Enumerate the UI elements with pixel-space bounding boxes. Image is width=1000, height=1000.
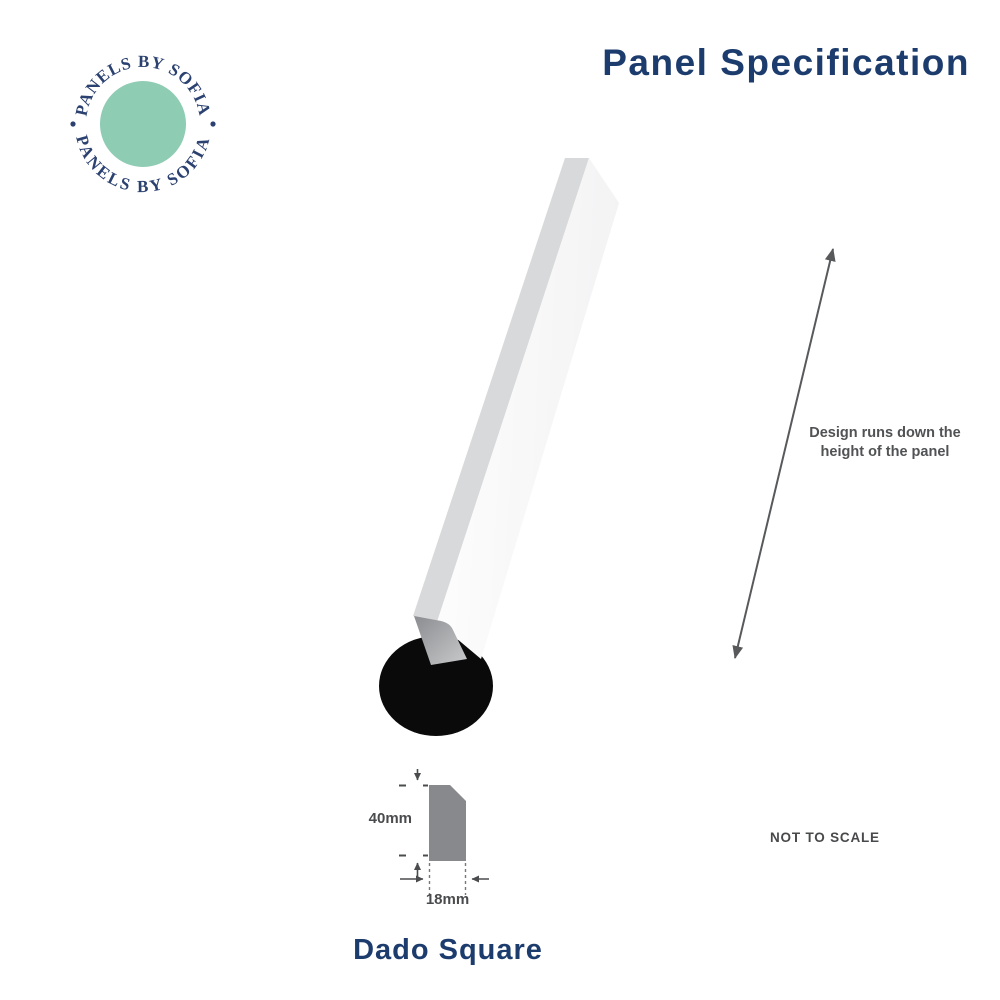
panel-base-dot bbox=[379, 636, 493, 736]
height-dimension-label: 40mm bbox=[368, 810, 412, 827]
panel-side-edge bbox=[413, 158, 589, 622]
panel-front-face bbox=[437, 158, 619, 659]
height-double-arrow bbox=[732, 248, 836, 659]
logo-separator-dot-right bbox=[210, 121, 216, 127]
page-title: Panel Specification bbox=[602, 42, 970, 83]
design-note: Design runs down the height of the panel bbox=[793, 424, 977, 462]
design-note-line1: Design runs down the bbox=[809, 425, 961, 441]
cross-section-profile bbox=[429, 785, 466, 861]
panel-end-cap bbox=[414, 616, 467, 665]
logo-separator-dot-left bbox=[70, 121, 76, 127]
logo-center-circle bbox=[100, 81, 186, 167]
scale-note: NOT TO SCALE bbox=[770, 830, 880, 845]
product-name: Dado Square bbox=[353, 934, 543, 966]
width-dimension-label: 18mm bbox=[425, 891, 470, 908]
brand-logo: PANELS BY SOFIA PANELS BY SOFIA bbox=[70, 52, 216, 196]
design-note-line2: height of the panel bbox=[820, 444, 950, 460]
